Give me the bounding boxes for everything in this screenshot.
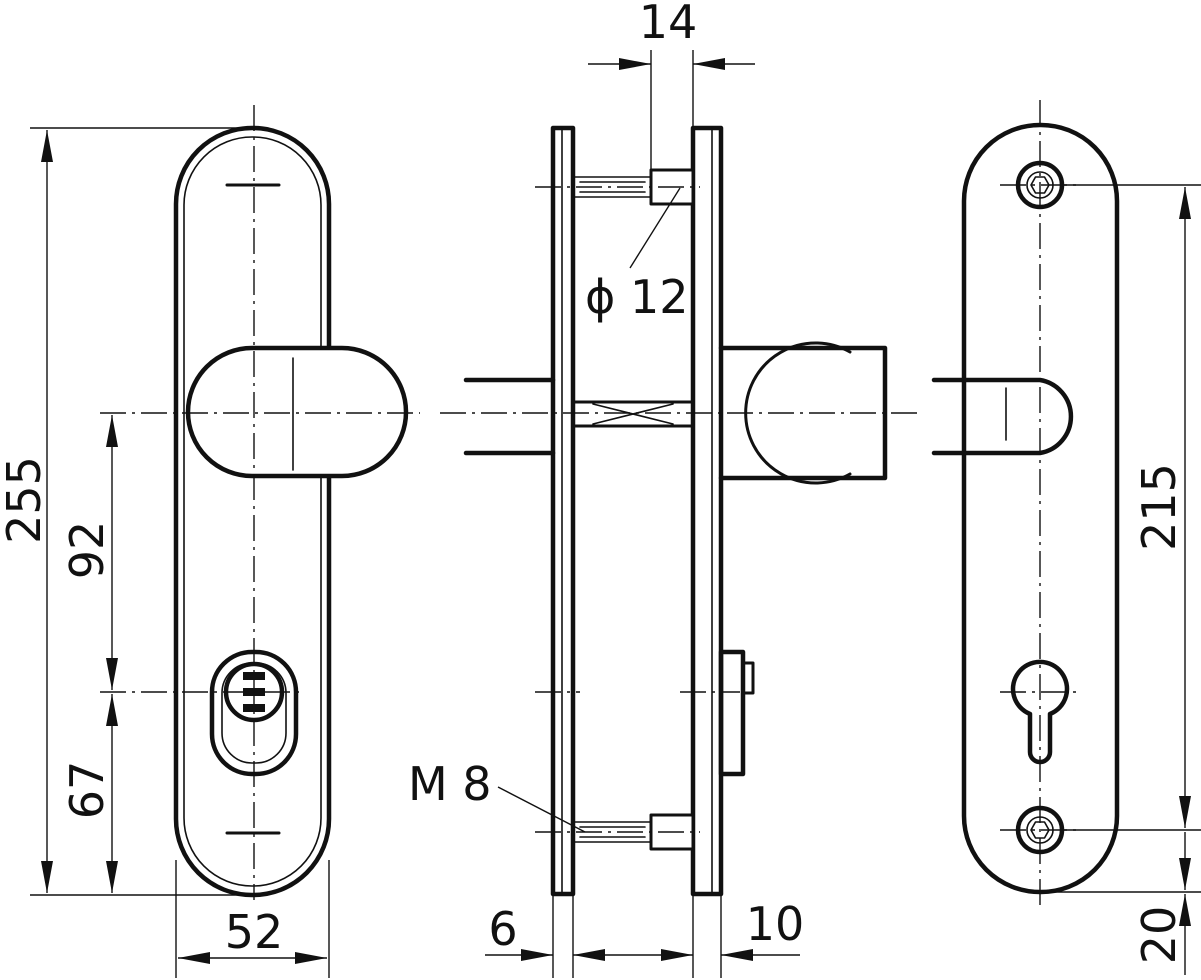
back-keyhole <box>1010 659 1070 765</box>
side-view <box>440 125 920 897</box>
dim-label-cylinder-to-bottom: 67 <box>60 761 114 820</box>
front-plate-inner <box>183 136 322 887</box>
dimension-lines <box>30 50 1201 978</box>
dim-label-plate-thickness-left: 6 <box>488 902 517 956</box>
back-lever <box>931 377 1074 456</box>
dim-label-handle-to-cylinder: 92 <box>60 521 114 580</box>
front-knob <box>185 345 409 479</box>
back-view <box>931 100 1120 905</box>
dim-label-thread: M 8 <box>408 757 492 811</box>
dim-label-spindle-offset: 14 <box>639 0 698 49</box>
front-plate-outer <box>173 125 332 898</box>
diameter-leader <box>629 187 681 269</box>
dim-label-overall-height: 255 <box>0 456 51 544</box>
dim-label-plate-width: 52 <box>225 905 284 959</box>
dimension-labels: 255 92 67 52 14 ϕ 12 M 8 6 10 215 20 <box>0 0 1186 964</box>
dim-label-screw-spacing: 215 <box>1132 463 1186 551</box>
side-cylinder <box>718 649 746 777</box>
side-spindle-section <box>571 400 695 428</box>
dim-label-spindle-diameter: ϕ 12 <box>585 270 689 324</box>
side-right-plate <box>690 125 724 897</box>
dim-label-plate-thickness-right: 10 <box>746 897 805 951</box>
side-left-plate <box>550 125 576 897</box>
thread-leader <box>497 786 586 833</box>
dim-label-screw-to-bottom: 20 <box>1132 906 1186 965</box>
front-view <box>100 105 420 900</box>
